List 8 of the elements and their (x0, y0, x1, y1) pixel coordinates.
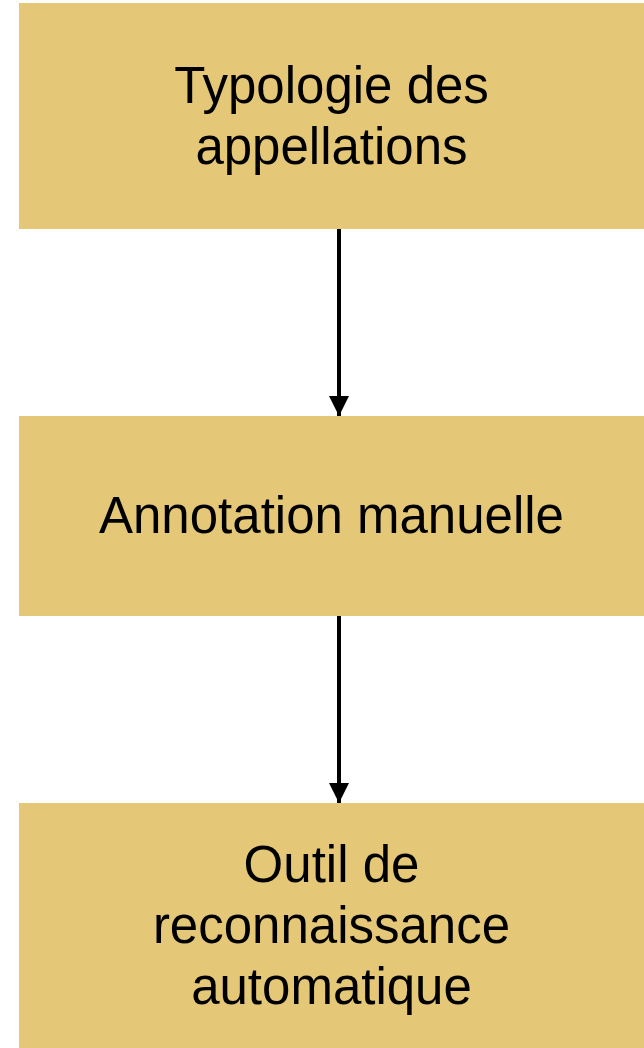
arrow (329, 616, 349, 803)
process-box (19, 3, 644, 229)
process-box (19, 803, 644, 1048)
box-label: Outil de reconnaissance automatique (151, 834, 512, 1018)
box-label: Annotation manuelle (99, 486, 564, 547)
box-label: Typologie des appellations (173, 55, 490, 177)
process-box (19, 416, 644, 616)
arrow (329, 229, 349, 416)
